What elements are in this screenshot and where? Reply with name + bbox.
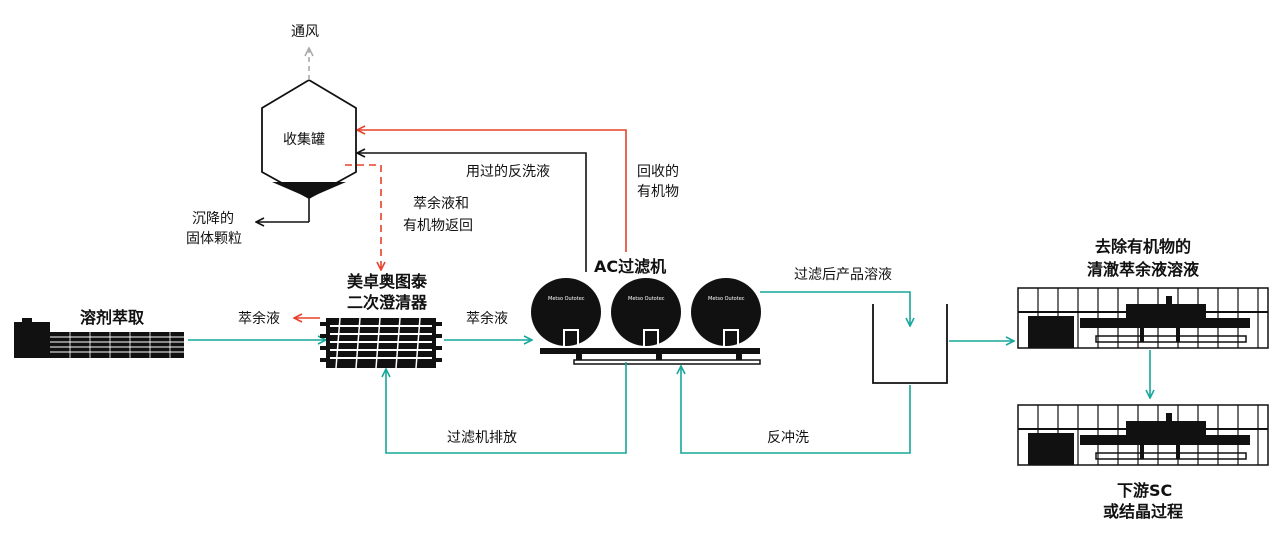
clean-raffinate-label-line1: 去除有机物的: [1095, 237, 1191, 256]
downstream-plant-icon-1: [1017, 287, 1269, 349]
sediment-label-line1: 沉降的: [192, 211, 234, 227]
ac-filter-icon: Metso Outotec Metso Outotec Metso Outote…: [531, 278, 761, 365]
filter-brand-1: Metso Outotec: [548, 296, 585, 302]
return-arrow: [345, 164, 381, 270]
filtered-solution-arrow: [760, 291, 910, 326]
downstream-label-line2: 或结晶过程: [1103, 502, 1183, 521]
product-tank-icon: [872, 304, 948, 384]
return-label-line2: 有机物返回: [403, 218, 473, 234]
filter-discharge-label: 过滤机排放: [447, 430, 517, 446]
collection-tank-label: 收集罐: [283, 131, 325, 148]
clarifier-icon: [320, 317, 442, 369]
recovered-label-line1: 回收的: [637, 164, 679, 180]
filter-discharge-arrow: [386, 362, 627, 454]
filter-brand-3: Metso Outotec: [708, 296, 745, 302]
used-backwash-label: 用过的反洗液: [466, 164, 550, 180]
solvent-extraction-icon: [14, 318, 184, 358]
recovered-label-line2: 有机物: [637, 184, 679, 200]
filtered-solution-label: 过滤后产品溶液: [794, 267, 892, 283]
recovered-organics-arrow: [357, 130, 627, 252]
ac-filter-label: AC过滤机: [594, 257, 666, 276]
filter-brand-2: Metso Outotec: [628, 296, 665, 302]
downstream-label-line1: 下游SC: [1117, 481, 1172, 500]
downstream-plant-icon-2: [1017, 404, 1269, 466]
clarifier-label-line1: 美卓奥图泰: [347, 272, 428, 291]
collection-tank-icon: [261, 78, 357, 222]
backflush-arrow: [681, 366, 911, 454]
sediment-label-line2: 固体颗粒: [186, 231, 242, 247]
clarifier-label-line2: 二次澄清器: [347, 293, 428, 312]
return-label-line1: 萃余液和: [413, 195, 469, 212]
clean-raffinate-label-line2: 清澈萃余液溶液: [1087, 260, 1200, 279]
ventilation-label: 通风: [291, 24, 319, 40]
used-backwash-arrow: [357, 153, 587, 272]
backflush-label: 反冲洗: [767, 430, 809, 446]
solvent-extraction-label: 溶剂萃取: [80, 308, 144, 327]
raffinate-out-label: 萃余液: [238, 310, 280, 327]
raffinate-mid-label: 萃余液: [466, 310, 508, 327]
